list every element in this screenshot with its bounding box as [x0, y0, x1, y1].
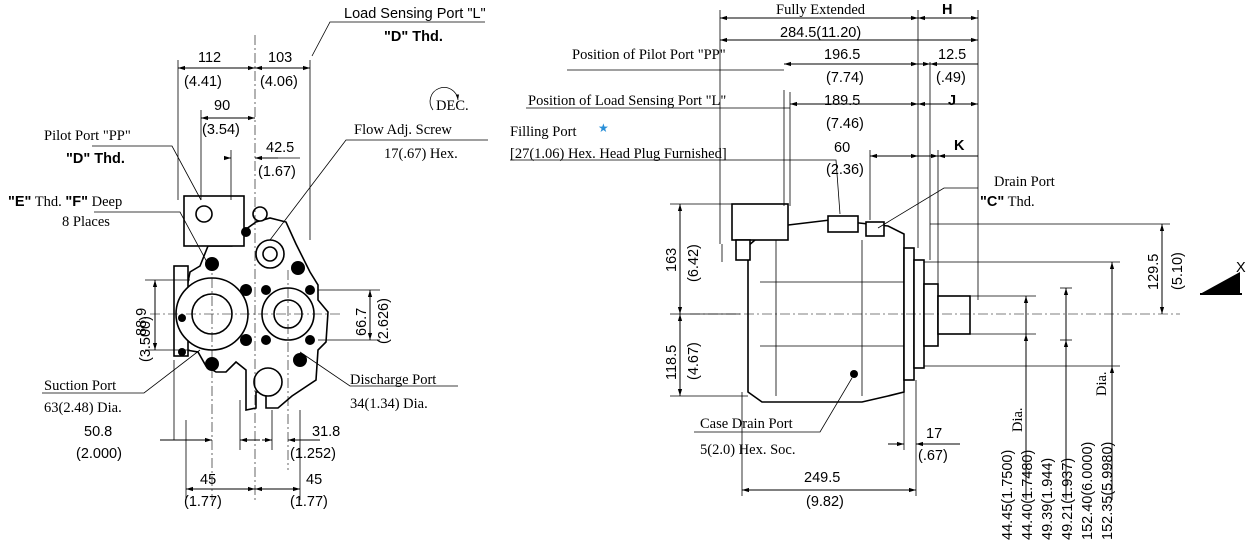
shaft-dia-unit: Dia.: [1010, 407, 1026, 432]
dim-90-inch: (3.54): [202, 122, 240, 138]
dim-88-9: 88.9: [134, 308, 150, 336]
pilot-dia-max: 152.40(6.0000): [1080, 442, 1096, 540]
drain-port-label: Drain Port: [994, 174, 1055, 190]
dim-50-8-inch: (2.000): [76, 446, 122, 462]
case-drain-hex-label: 5(2.0) Hex. Soc.: [700, 442, 795, 458]
drain-thread-label: "C" Thd.: [980, 194, 1035, 210]
e-thread-label: "E" Thd. "F" Deep: [8, 194, 122, 210]
shaft-dia-min: 44.40(1.7480): [1020, 450, 1036, 540]
dim-103-inch: (4.06): [260, 74, 298, 90]
fully-extended-label: Fully Extended: [776, 2, 866, 18]
pilot-port-label: Pilot Port "PP": [44, 128, 131, 144]
dim-196-5-inch: (7.74): [826, 70, 864, 86]
dim-60: 60: [834, 140, 850, 156]
dim-42-5: 42.5: [266, 140, 294, 156]
dim-66-7: 66.7: [354, 308, 370, 336]
dim-60-inch: (2.36): [826, 162, 864, 178]
dim-249-5-inch: (9.82): [806, 494, 844, 510]
shaft-dia-max: 44.45(1.7500): [1000, 450, 1016, 540]
dim-12-5: 12.5: [938, 47, 966, 63]
dim-12-5-inch: (.49): [936, 70, 966, 86]
pilot-port-position-label: Position of Pilot Port "PP": [572, 47, 726, 63]
dim-45-right: 45: [306, 472, 322, 488]
dim-66-7-inch: (2.626): [376, 298, 392, 344]
dim-189-5-inch: (7.46): [826, 116, 864, 132]
dim-31-8: 31.8: [312, 424, 340, 440]
filling-port-star-icon: ★: [598, 121, 609, 135]
dim-112-inch: (4.41): [184, 74, 222, 90]
discharge-dia-label: 34(1.34) Dia.: [350, 396, 428, 412]
side-pump-body: [721, 203, 971, 403]
flow-adj-screw-label: Flow Adj. Screw: [354, 122, 452, 138]
dim-45-right-inch: (1.77): [290, 494, 328, 510]
dim-112: 112: [198, 50, 221, 66]
dim-163-inch: (6.42): [686, 244, 702, 282]
dim-189-5: 189.5: [824, 93, 860, 109]
dim-196-5: 196.5: [824, 47, 860, 63]
load-sensing-thread-label: "D" Thd.: [384, 29, 443, 45]
discharge-port-label: Discharge Port: [350, 372, 436, 388]
step-dia-max: 49.39(1.944): [1040, 458, 1056, 540]
filling-plug-label: [27(1.06) Hex. Head Plug Furnished]: [510, 146, 727, 162]
pilot-dia-min: 152.35(5.9980): [1100, 442, 1116, 540]
dim-118-5: 118.5: [664, 345, 680, 380]
load-sensing-port-label: Load Sensing Port "L": [344, 6, 486, 22]
dim-K-label: K: [954, 138, 965, 154]
side-view: [510, 10, 1242, 500]
view-x-label: X: [1236, 260, 1246, 276]
pilot-thread-label: "D" Thd.: [66, 151, 125, 167]
dim-103: 103: [268, 50, 292, 66]
dim-17: 17: [926, 426, 942, 442]
dim-118-5-inch: (4.67): [686, 342, 702, 380]
dim-50-8: 50.8: [84, 424, 112, 440]
dim-284-5: 284.5(11.20): [780, 25, 861, 41]
front-view: [42, 21, 488, 500]
dim-31-8-inch: (1.252): [290, 446, 336, 462]
suction-port-label: Suction Port: [44, 378, 116, 394]
dec-label: DEC.: [436, 98, 469, 114]
dim-J-label: J: [948, 93, 956, 109]
dim-249-5: 249.5: [804, 470, 840, 486]
filling-port-label: Filling Port: [510, 124, 576, 140]
step-dia-min: 49.21(1.937): [1060, 458, 1076, 540]
dim-17-inch: (.67): [918, 448, 948, 464]
case-drain-port-label: Case Drain Port: [700, 416, 793, 432]
dim-88-9-inch: (3.500): [138, 316, 154, 362]
load-sensing-position-label: Position of Load Sensing Port "L": [528, 93, 726, 109]
dim-45-left-inch: (1.77): [184, 494, 222, 510]
dim-45-left: 45: [200, 472, 216, 488]
dim-90: 90: [214, 98, 230, 114]
suction-dia-label: 63(2.48) Dia.: [44, 400, 122, 416]
dim-129-5-inch: (5.10): [1170, 252, 1186, 290]
dim-163: 163: [664, 248, 680, 272]
pilot-dia-unit: Dia.: [1094, 371, 1110, 396]
dim-42-5-inch: (1.67): [258, 164, 296, 180]
dim-H-label: H: [942, 2, 952, 18]
places-label: 8 Places: [62, 214, 110, 230]
dim-129-5: 129.5: [1146, 254, 1162, 290]
front-pump-body: [173, 195, 329, 411]
flow-adj-hex-label: 17(.67) Hex.: [384, 146, 458, 162]
